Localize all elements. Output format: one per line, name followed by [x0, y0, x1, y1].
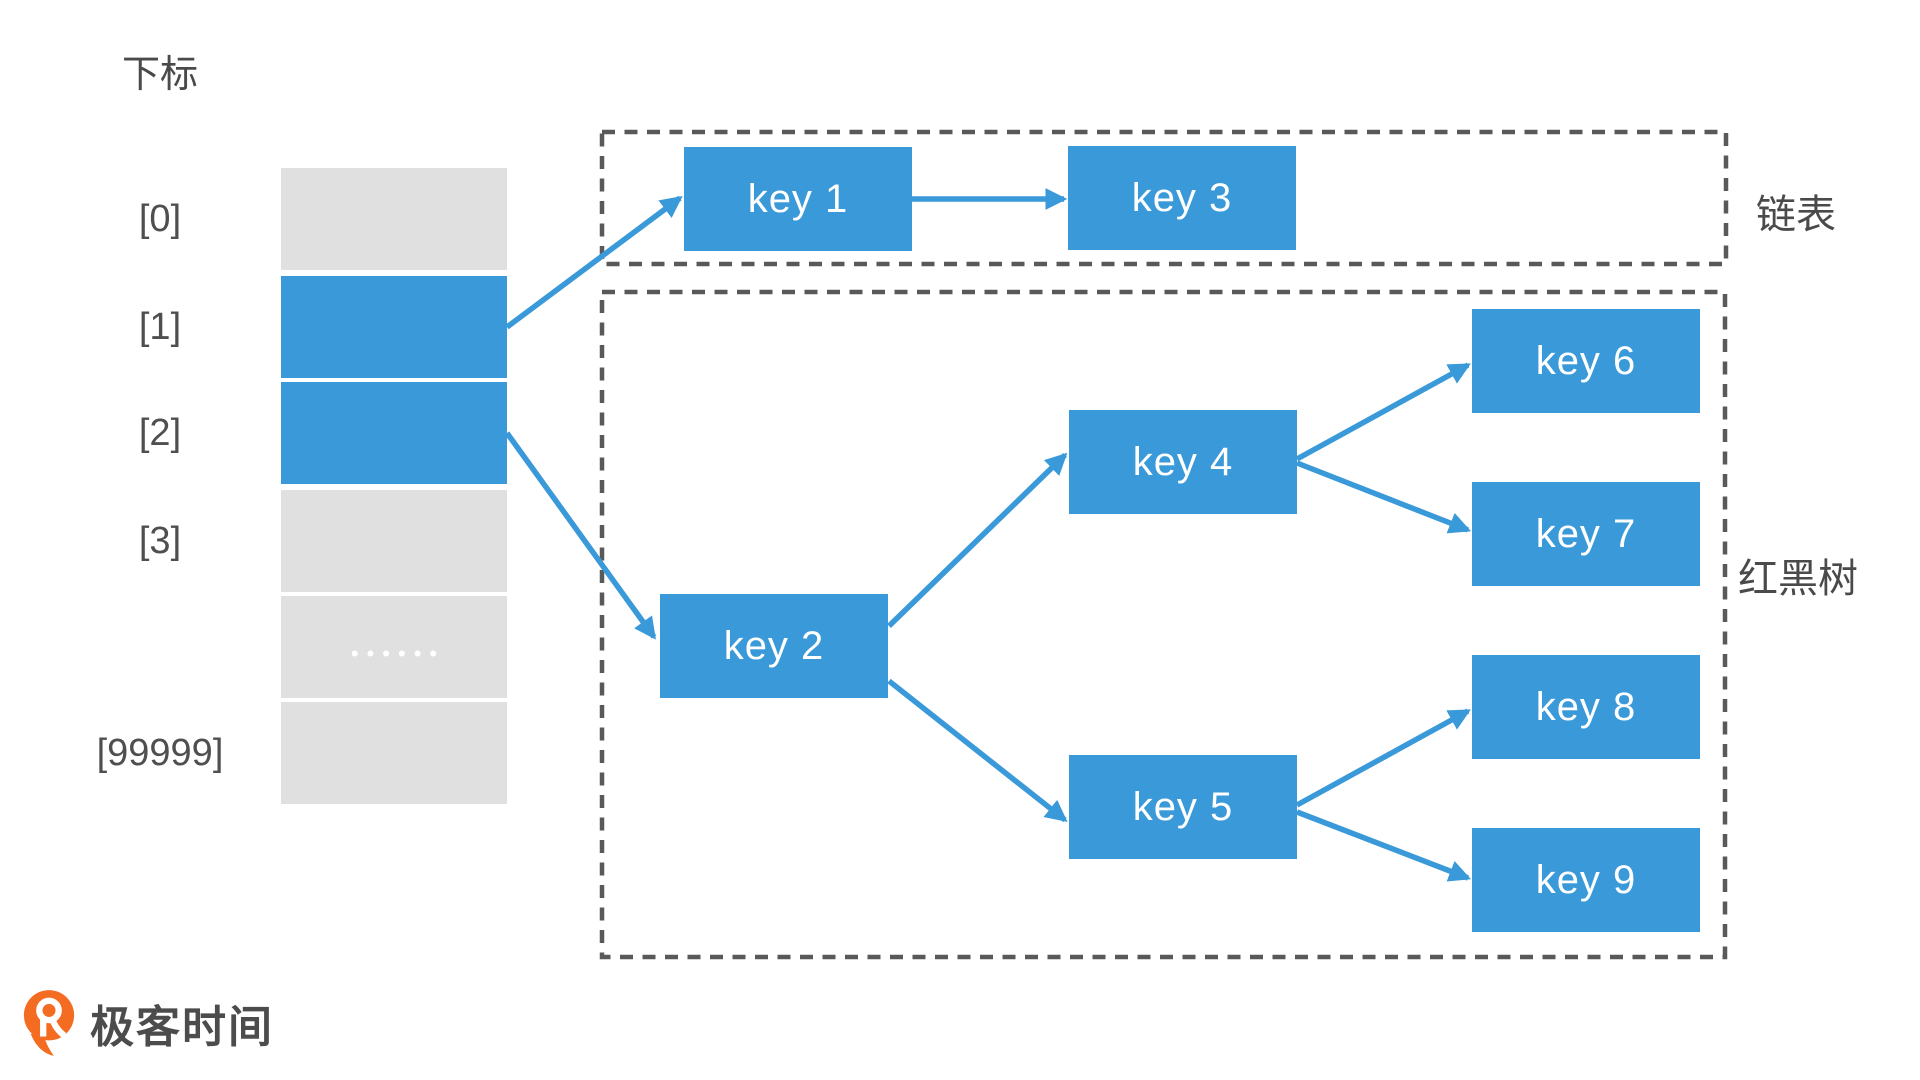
arrow-key2-to-key5 — [887, 678, 1068, 823]
array-cell-ellipsis: •••••• — [281, 596, 507, 698]
index-label-99999: [99999] — [96, 731, 224, 774]
node-key7: key 7 — [1472, 482, 1700, 586]
node-key2: key 2 — [660, 594, 888, 698]
arrow-slot1-to-key1 — [505, 195, 683, 330]
ellipsis-dots: •••••• — [350, 641, 446, 666]
red-black-tree-label: 红黑树 — [1738, 557, 1858, 601]
index-label-2: [2] — [138, 411, 182, 454]
node-key4: key 4 — [1069, 410, 1297, 514]
index-label-3: [3] — [138, 519, 182, 562]
array-cell-99999 — [281, 702, 507, 804]
arrow-slot2-to-key2 — [504, 431, 657, 640]
arrow-key2-to-key4 — [887, 452, 1068, 628]
arrow-key4-to-key7 — [1295, 460, 1472, 534]
array-cell-2 — [281, 382, 507, 484]
index-label-0: [0] — [138, 197, 182, 240]
geektime-logo: 极客时间 — [20, 988, 274, 1058]
index-label-1: [1] — [138, 305, 182, 348]
node-key1: key 1 — [684, 147, 912, 251]
node-key9: key 9 — [1472, 828, 1700, 932]
geektime-logo-icon — [23, 990, 75, 1056]
arrow-key4-to-key6 — [1295, 362, 1471, 462]
arrow-key5-to-key9 — [1296, 809, 1472, 882]
array-cell-1 — [281, 276, 507, 378]
linked-list-label: 链表 — [1756, 193, 1836, 237]
node-key3: key 3 — [1068, 146, 1296, 250]
red-black-tree-box-border — [599, 289, 1728, 960]
array-cell-3 — [281, 490, 507, 592]
geektime-logo-text: 极客时间 — [90, 1003, 274, 1052]
node-key6: key 6 — [1472, 309, 1700, 413]
array-cell-0 — [281, 168, 507, 270]
node-key5: key 5 — [1069, 755, 1297, 859]
index-column-title: 下标 — [122, 54, 199, 96]
node-key8: key 8 — [1472, 655, 1700, 759]
arrow-key5-to-key8 — [1295, 708, 1471, 808]
